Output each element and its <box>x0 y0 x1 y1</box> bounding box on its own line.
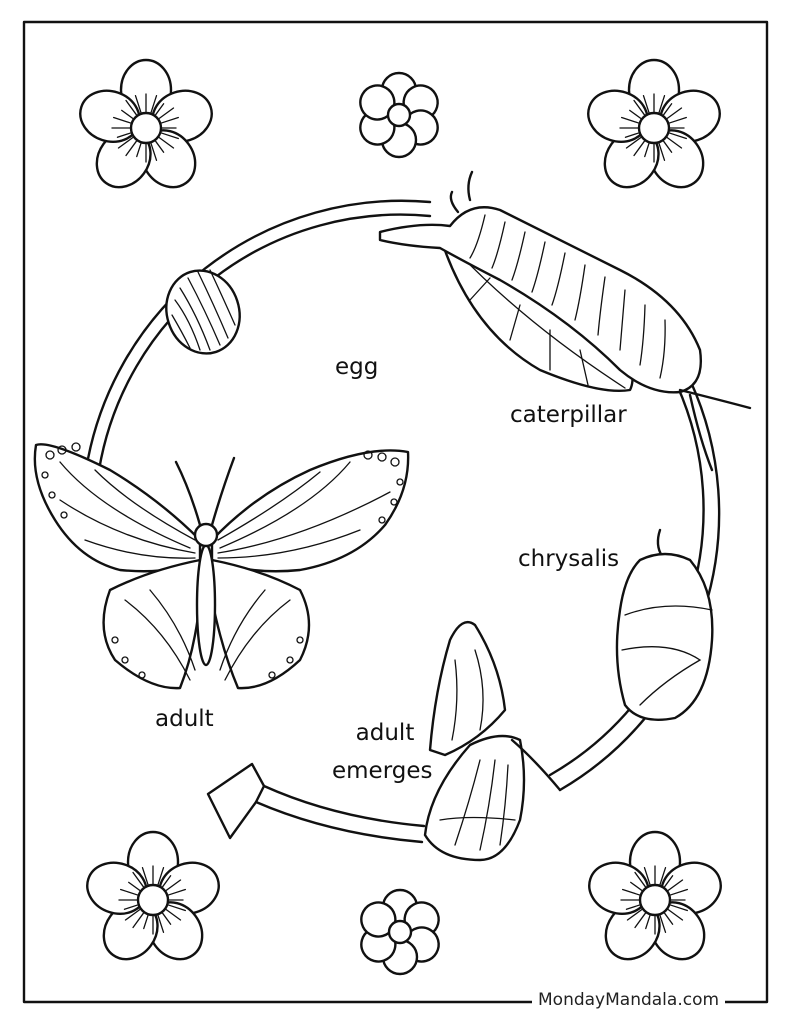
flower-icon <box>353 888 447 976</box>
adult-emerges-line1: adult <box>355 720 415 746</box>
butterfly-icon <box>33 442 410 690</box>
flower-icon <box>72 58 220 199</box>
cycle-arrow-icon <box>206 762 426 844</box>
caterpillar-icon <box>378 170 752 472</box>
flower-icon <box>352 71 446 159</box>
page-border <box>22 20 769 1004</box>
flower-icon <box>580 58 728 199</box>
egg-label: egg <box>335 354 379 380</box>
flower-icon <box>581 830 729 971</box>
egg-icon <box>165 269 241 355</box>
adult-emerges-line2: emerges <box>332 758 433 784</box>
chrysalis-icon <box>615 528 714 722</box>
brand-footer: MondayMandala.com <box>532 992 726 1009</box>
adult-label: adult <box>155 706 214 732</box>
caterpillar-label: caterpillar <box>510 402 627 428</box>
chrysalis-label: chrysalis <box>518 546 620 572</box>
emerging-butterfly-icon <box>423 620 562 862</box>
flower-icon <box>79 830 227 971</box>
adult-emerges-label: adult <box>346 720 424 746</box>
